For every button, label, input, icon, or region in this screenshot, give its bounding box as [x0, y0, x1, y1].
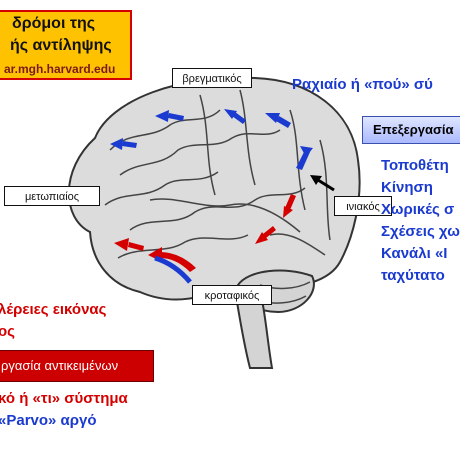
dorsal-item: Χωρικές σ [381, 201, 455, 218]
label-frontal: μετωπιαίος [4, 186, 100, 206]
title-box: δρόμοι της ής αντίληψης ar.mgh.harvard.e… [0, 10, 132, 80]
ventral-item: ος [0, 323, 15, 340]
dorsal-item: Σχέσεις χω [381, 223, 460, 240]
dorsal-item: Τοποθέτη [381, 157, 449, 174]
dorsal-stream-title: Ραχιαίο ή «πού» σύ [292, 76, 433, 93]
label-occipital: ινιακός [334, 196, 392, 216]
dorsal-list: Τοποθέτη Κίνηση Χωρικές σ Σχέσεις χω Καν… [381, 155, 460, 287]
ventral-stream-arrows [114, 194, 296, 272]
ventral-system-line: κό ή «τι» σύστημα [0, 390, 128, 407]
dorsal-processing-box: Επεξεργασία [362, 116, 460, 144]
dorsal-item: ταχύτατο [381, 267, 445, 284]
label-temporal: κροταφικός [192, 285, 272, 305]
ventral-processing-box: ργασία αντικειμένων [0, 350, 154, 382]
title-line-1: δρόμοι της [12, 15, 96, 32]
label-parietal: βρεγματικός [172, 68, 252, 88]
parvo-channel-line: «Parvo» αργό [0, 412, 97, 429]
dorsal-item: Κανάλι «Ι [381, 245, 448, 262]
dorsal-item: Κίνηση [381, 179, 433, 196]
ventral-item: λέρειες εικόνας [0, 301, 107, 318]
title-line-2: ής αντίληψης [10, 37, 112, 54]
ventral-list-top: λέρειες εικόνας ος [0, 299, 106, 343]
brainstem [234, 294, 274, 369]
brain-outline [67, 76, 361, 301]
dorsal-stream-arrows [110, 109, 313, 170]
source-url: ar.mgh.harvard.edu [4, 62, 116, 76]
ventral-list-bottom: κό ή «τι» σύστημα «Parvo» αργό [0, 388, 128, 432]
